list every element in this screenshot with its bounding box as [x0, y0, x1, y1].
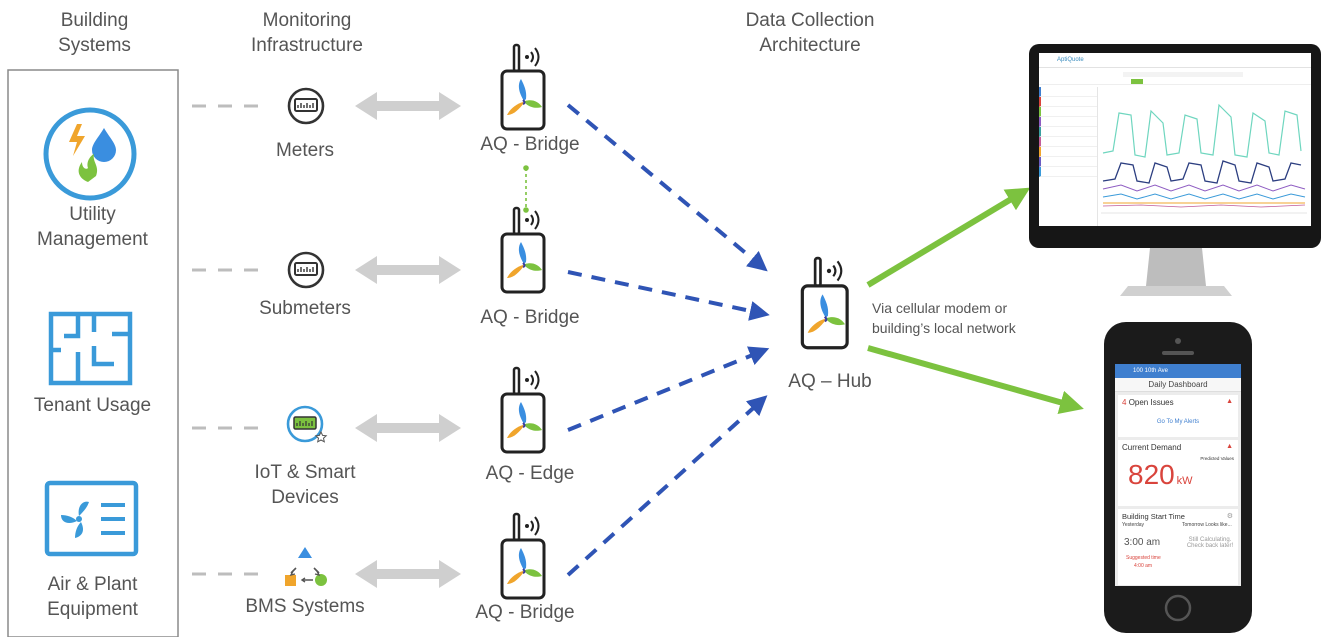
label-line: Devices: [271, 487, 339, 508]
green-arrows: [866, 187, 1084, 414]
label-aq-hub: AQ – Hub: [788, 371, 872, 392]
gear-icon: ⚙: [1226, 513, 1233, 520]
header-line: Architecture: [759, 35, 861, 56]
start-title: Building Start Time: [1122, 512, 1185, 521]
label-aq-bridge-1: AQ - Bridge: [480, 134, 580, 155]
demand-title: Current Demand: [1122, 443, 1182, 452]
yesterday-label: Yesterday: [1122, 522, 1145, 528]
open-issues-card[interactable]: 4 Open Issues ▲ Go To My Alerts: [1118, 395, 1238, 437]
issues-label: Open Issues: [1128, 398, 1174, 407]
label-aq-edge: AQ - Edge: [485, 463, 575, 484]
suggested-label: Suggested time: [1126, 555, 1161, 561]
phone-screen: 100 10th Ave Daily Dashboard 4 Open Issu…: [1115, 364, 1241, 586]
header-line: Building: [60, 10, 129, 31]
note-line: building’s local network: [872, 320, 1016, 336]
aq-bridge-4-icon: [500, 512, 546, 600]
date-range-bar: [1123, 72, 1243, 77]
phone-dashboard-title: Daily Dashboard: [1115, 378, 1241, 392]
header-line: Infrastructure: [251, 35, 363, 56]
header-building-systems: Building Systems: [42, 8, 147, 58]
label-tenant-usage: Tenant Usage: [33, 395, 152, 416]
list-item: [1039, 137, 1097, 147]
label-bms-systems: BMS Systems: [245, 596, 365, 617]
iot-device-icon: [286, 405, 328, 443]
list-item: [1039, 127, 1097, 137]
label-aq-bridge-2: AQ - Bridge: [480, 307, 580, 328]
calculating-text: Still Calculating. Check back later!: [1186, 537, 1234, 549]
note-line: Via cellular modem or: [872, 300, 1008, 316]
suggested-time: 4:00 am: [1134, 563, 1153, 569]
header-line: Systems: [58, 35, 131, 56]
label-line: Air & Plant: [47, 574, 138, 595]
label-line: Management: [37, 229, 148, 250]
meter-icon: [287, 87, 325, 125]
phone-building-name: 100 10th Ave: [1133, 368, 1168, 374]
label-aq-bridge-4: AQ - Bridge: [475, 602, 575, 623]
aq-hub-icon: [800, 256, 849, 350]
blue-dashed-arrows: [566, 103, 770, 577]
list-item: [1039, 87, 1097, 97]
go-to-alerts-link[interactable]: Go To My Alerts: [1156, 419, 1200, 425]
app-topbar: AptiQuote: [1039, 53, 1311, 68]
bms-icon: [285, 547, 327, 586]
air-handler-icon: [44, 480, 139, 557]
demand-unit: kW: [1176, 475, 1193, 487]
list-item: [1039, 117, 1097, 127]
aq-edge-icon: [500, 366, 546, 454]
monitor-screen: AptiQuote: [1039, 53, 1311, 226]
header-line: Data Collection: [745, 10, 875, 31]
aq-bridge-1-icon: [500, 43, 546, 131]
header-monitoring: Monitoring Infrastructure: [232, 8, 382, 58]
grey-double-arrows: [355, 92, 461, 588]
tomorrow-label: Tomorrow Looks like...: [1182, 522, 1232, 528]
demand-value: 820: [1128, 459, 1175, 490]
hub-network-note: Via cellular modem or building’s local n…: [872, 298, 1016, 338]
submeter-icon: [287, 251, 325, 289]
list-item: [1039, 97, 1097, 107]
alert-triangle-icon: ▲: [1226, 443, 1233, 450]
building-start-card[interactable]: Building Start Time ⚙ Yesterday Tomorrow…: [1118, 509, 1238, 585]
phone-header: 100 10th Ave: [1115, 364, 1241, 378]
active-tab: [1131, 79, 1143, 84]
list-item: [1039, 107, 1097, 117]
list-item: [1039, 167, 1097, 177]
connection-dashes: [192, 104, 268, 576]
list-item: [1039, 147, 1097, 157]
label-line: Utility: [69, 204, 116, 225]
label-utility-management: Utility Management: [20, 202, 165, 252]
label-line: Equipment: [47, 599, 138, 620]
label-line: IoT & Smart: [254, 462, 356, 483]
app-brand: AptiQuote: [1057, 57, 1084, 63]
energy-line-chart: [1101, 103, 1307, 214]
issues-count: 4: [1122, 398, 1127, 407]
alert-triangle-icon: ▲: [1226, 398, 1233, 405]
header-line: Monitoring: [262, 10, 352, 31]
floor-plan-icon: [48, 311, 133, 386]
list-item: [1039, 157, 1097, 167]
current-demand-card[interactable]: Current Demand ▲ Predicted Values 820 kW: [1118, 440, 1238, 506]
header-data-collection: Data Collection Architecture: [720, 8, 900, 58]
label-iot-devices: IoT & Smart Devices: [235, 460, 375, 510]
label-submeters: Submeters: [259, 298, 351, 319]
app-toolbar: [1039, 68, 1311, 85]
label-air-plant: Air & Plant Equipment: [20, 572, 165, 622]
building-list: [1039, 87, 1098, 226]
aq-bridge-2-icon: [500, 206, 546, 294]
bridge-mesh-link: [523, 165, 529, 213]
label-meters: Meters: [275, 140, 335, 161]
start-time-value: 3:00 am: [1124, 537, 1161, 548]
utility-icon: [43, 107, 137, 201]
predicted-label: Predicted Values: [1200, 456, 1234, 461]
